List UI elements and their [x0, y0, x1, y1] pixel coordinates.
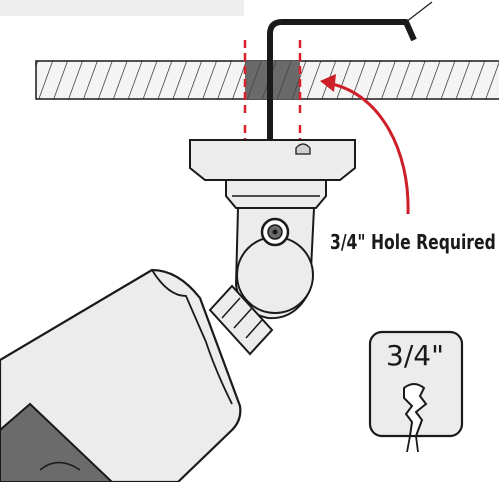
swivel-arm: [234, 207, 316, 320]
mount-base: [189, 139, 356, 181]
hole-required-callout-text: 3/4" Hole Required: [330, 230, 496, 254]
mount-neck: [225, 179, 327, 209]
drill-size-badge: [368, 330, 464, 453]
drill-size-label: 3/4": [386, 339, 444, 372]
camera-cable: [267, 1, 433, 150]
drill-bit-icon: [403, 383, 428, 453]
header-strip: [0, 0, 244, 16]
callout-arrow: [320, 74, 410, 215]
camera-body: [0, 268, 242, 482]
lock-ring: [208, 284, 274, 356]
